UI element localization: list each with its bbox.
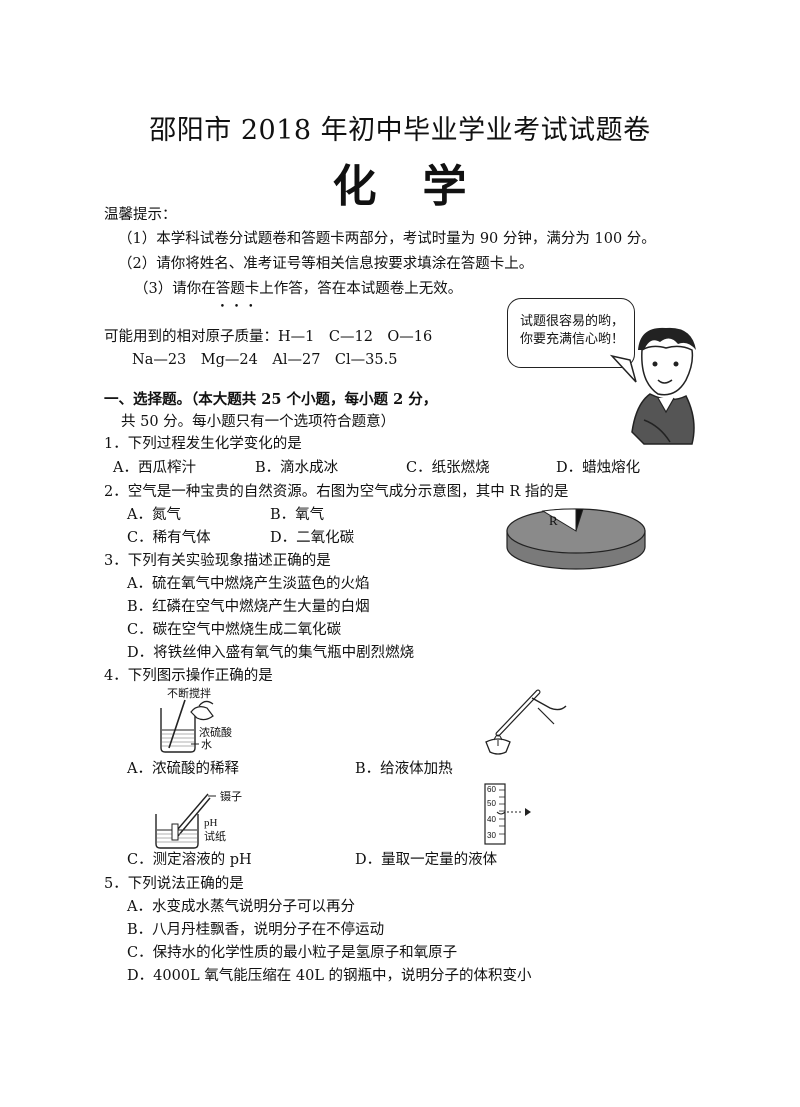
q2-option-b: B．氧气 xyxy=(270,507,325,523)
fig-a-label-stir: 不断搅拌 xyxy=(167,686,211,700)
section-heading-line-2: 共 50 分。每小题只有一个选项符合题意） xyxy=(121,414,396,430)
q3-option-c: C．碳在空气中燃烧生成二氧化碳 xyxy=(127,622,342,638)
q3-option-a: A．硫在氧气中燃烧产生淡蓝色的火焰 xyxy=(127,576,370,592)
pie-label-r: R xyxy=(549,513,558,528)
fig-d-tick-40: 40 xyxy=(487,815,496,824)
question-5-stem: 5．下列说法正确的是 xyxy=(104,876,244,892)
q5-option-a: A．水变成水蒸气说明分子可以再分 xyxy=(127,899,355,915)
q4-option-c: C．测定溶液的 pH xyxy=(127,852,252,868)
question-2-stem: 2．空气是一种宝贵的自然资源。右图为空气成分示意图，其中 R 指的是 xyxy=(104,484,569,500)
q5-option-d: D．4000L 氧气能压缩在 40L 的钢瓶中，说明分子的体积变小 xyxy=(127,968,532,984)
fig-d-tick-60: 60 xyxy=(487,785,496,794)
tip-item-2: （2）请你将姓名、准考证号等相关信息按要求填涂在答题卡上。 xyxy=(118,256,534,272)
fig-c-label-tweezers: 镊子 xyxy=(220,790,242,803)
tip-item-3-prefix: （3）请你在 xyxy=(134,281,216,297)
question-3-stem: 3．下列有关实验现象描述正确的是 xyxy=(104,553,331,569)
subject-title: 化 学 xyxy=(332,161,468,212)
q4-option-d: D．量取一定量的液体 xyxy=(355,852,498,868)
question-1-stem: 1．下列过程发生化学变化的是 xyxy=(104,436,302,452)
q5-option-b: B．八月丹桂飘香，说明分子在不停运动 xyxy=(127,922,385,938)
cartoon-student-illustration xyxy=(609,327,696,445)
bubble-line-2: 你要充满信心哟！ xyxy=(519,332,624,347)
section-heading-line-1: 一、选择题。（本大题共 25 个小题，每小题 2 分， xyxy=(104,391,438,408)
q4-option-b: B．给液体加热 xyxy=(355,761,453,777)
fig-d-graduated-cylinder: 60 50 40 30 xyxy=(484,783,531,845)
q2-option-c: C．稀有气体 xyxy=(127,530,211,546)
fig-a-label-water: 水 xyxy=(201,738,212,751)
fig-d-tick-50: 50 xyxy=(487,799,496,808)
fig-d-tick-30: 30 xyxy=(487,831,496,840)
bubble-line-1: 试题很容易的哟， xyxy=(519,314,624,329)
q3-option-b: B．红磷在空气中燃烧产生大量的白烟 xyxy=(127,599,370,615)
fig-a-label-acid: 浓硫酸 xyxy=(199,725,232,739)
fig-c-ph-measurement: 镊子 pH 试纸 xyxy=(155,790,242,849)
q2-option-d: D．二氧化碳 xyxy=(270,530,355,546)
q1-option-d: D．蜡烛熔化 xyxy=(556,460,641,476)
speech-bubble: 试题很容易的哟， 你要充满信心哟！ xyxy=(507,298,635,368)
q1-option-a: A．西瓜榨汁 xyxy=(113,460,196,476)
tip-item-3: （3）请你在答题卡上作答，答在本试题卷上无效。 xyxy=(134,279,463,317)
q4-option-a: A．浓硫酸的稀释 xyxy=(127,761,239,777)
q2-option-a: A．氮气 xyxy=(127,507,181,523)
q5-option-c: C．保持水的化学性质的最小粒子是氢原子和氧原子 xyxy=(127,945,458,961)
air-composition-pie-figure: R xyxy=(506,508,646,570)
fig-c-label-paper: 试纸 xyxy=(204,830,226,843)
tips-heading: 温馨提示： xyxy=(104,207,177,223)
q1-option-b: B．滴水成冰 xyxy=(255,460,339,476)
tip-item-3-suffix: 上作答，答在本试题卷上无效。 xyxy=(259,281,463,297)
fig-c-label-ph: pH xyxy=(204,817,218,829)
exam-title: 邵阳市 2018 年初中毕业学业考试试题卷 xyxy=(149,115,651,146)
q3-option-d: D．将铁丝伸入盛有氧气的集气瓶中剧烈燃烧 xyxy=(127,645,415,661)
atomic-mass-line-2: Na—23 Mg—24 Al—27 Cl—35.5 xyxy=(132,352,398,368)
q1-option-c: C．纸张燃烧 xyxy=(406,460,490,476)
fig-b-heating-liquid xyxy=(485,689,567,755)
tip-item-3-emphasis: 答题卡 xyxy=(216,279,260,317)
atomic-mass-line-1: 可能用到的相对原子质量：H—1 C—12 O—16 xyxy=(104,329,433,345)
fig-a-acid-dilution: 不断搅拌 浓硫酸 水 xyxy=(160,686,232,753)
question-4-stem: 4．下列图示操作正确的是 xyxy=(104,668,273,684)
tip-item-1: （1）本学科试卷分试题卷和答题卡两部分，考试时量为 90 分钟，满分为 100 … xyxy=(118,231,656,247)
